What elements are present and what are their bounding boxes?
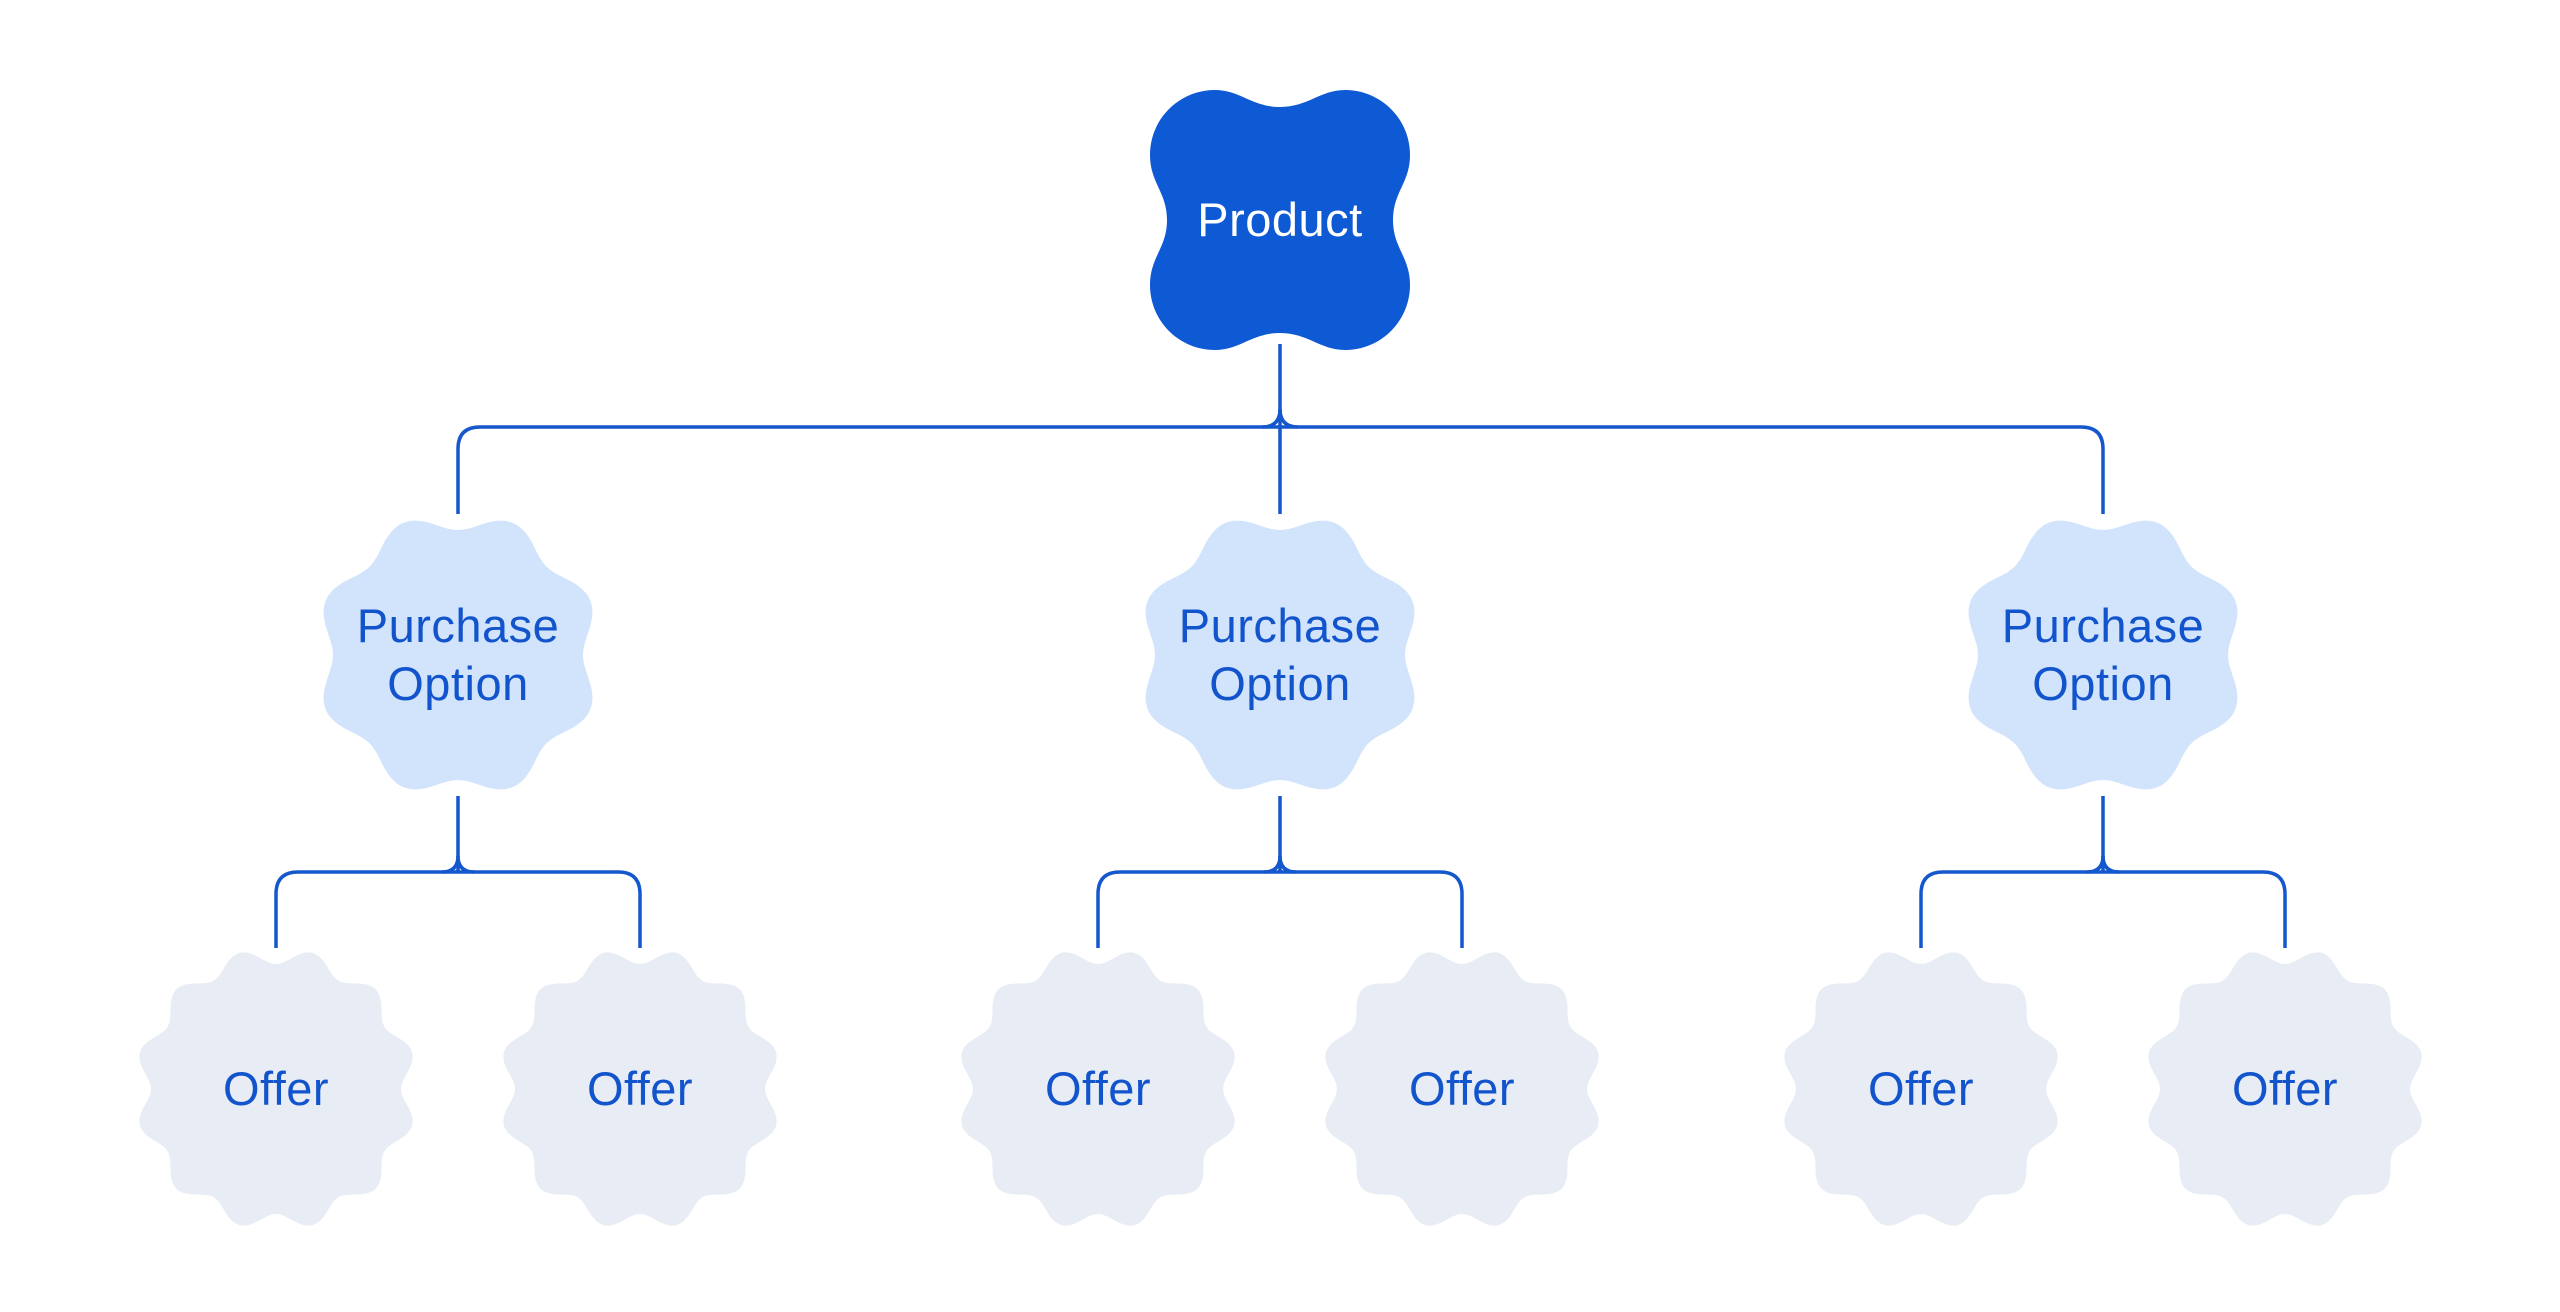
offer-blob-shape <box>1325 952 1599 1226</box>
node-purchase-option-2-label: Purchase Option <box>1178 599 1382 710</box>
connector-level1-fillet-right <box>1278 408 1299 429</box>
offer-blob-path <box>1325 952 1599 1226</box>
connector-po1-rail <box>274 870 642 948</box>
offer-blob-shape <box>1784 952 2058 1226</box>
node-offer-2-1: Offer <box>948 939 1248 1239</box>
purchase-option-blob-shape <box>323 520 593 790</box>
offer-blob-path <box>503 952 777 1226</box>
node-offer-3-2-label: Offer <box>2231 1062 2339 1115</box>
connector-po3-fillet-right <box>2101 855 2120 874</box>
node-offer-2-2: Offer <box>1312 939 1612 1239</box>
purchase-option-blob-shape <box>1145 520 1415 790</box>
offer-blob-shape <box>139 952 413 1226</box>
connector-level1-rail <box>456 425 2105 514</box>
purchase-option-blob-path <box>1145 520 1415 790</box>
node-offer-3-2: Offer <box>2135 939 2435 1239</box>
node-offer-1-1: Offer <box>126 939 426 1239</box>
connector-po1-fillet-left <box>441 855 460 874</box>
purchase-option-blob-path <box>1968 520 2238 790</box>
node-offer-3-1: Offer <box>1771 939 2071 1239</box>
connector-po3-rail <box>1919 870 2287 948</box>
offer-blob-path <box>961 952 1235 1226</box>
node-offer-1-2-label: Offer <box>586 1062 694 1115</box>
offer-blob-shape <box>961 952 1235 1226</box>
connector-po2-fillet-left <box>1263 855 1282 874</box>
offer-blob-path <box>2148 952 2422 1226</box>
product-blob-shape <box>1150 90 1410 350</box>
node-offer-2-2-label: Offer <box>1408 1062 1516 1115</box>
node-offer-1-2: Offer <box>490 939 790 1239</box>
node-purchase-option-1: Purchase Option <box>308 505 608 805</box>
node-offer-1-1-label: Offer <box>222 1062 330 1115</box>
connector-po3-fillet-left <box>2086 855 2105 874</box>
node-offer-3-1-label: Offer <box>1867 1062 1975 1115</box>
node-product: Product <box>1130 70 1430 370</box>
offer-blob-path <box>1784 952 2058 1226</box>
node-purchase-option-3: Purchase Option <box>1953 505 2253 805</box>
purchase-option-blob-shape <box>1968 520 2238 790</box>
node-purchase-option-3-label: Purchase Option <box>2001 599 2205 710</box>
product-blob-path <box>1150 90 1410 350</box>
connector-po2-fillet-right <box>1278 855 1297 874</box>
purchase-option-blob-path <box>323 520 593 790</box>
connector-po1-fillet-right <box>456 855 475 874</box>
node-product-label: Product <box>1197 193 1363 246</box>
node-purchase-option-1-label: Purchase Option <box>356 599 560 710</box>
node-purchase-option-2: Purchase Option <box>1130 505 1430 805</box>
offer-blob-path <box>139 952 413 1226</box>
node-offer-2-1-label: Offer <box>1044 1062 1152 1115</box>
connector-po2-rail <box>1096 870 1464 948</box>
offer-blob-shape <box>2148 952 2422 1226</box>
connector-level1-fillet-left <box>1261 408 1282 429</box>
offer-blob-shape <box>503 952 777 1226</box>
